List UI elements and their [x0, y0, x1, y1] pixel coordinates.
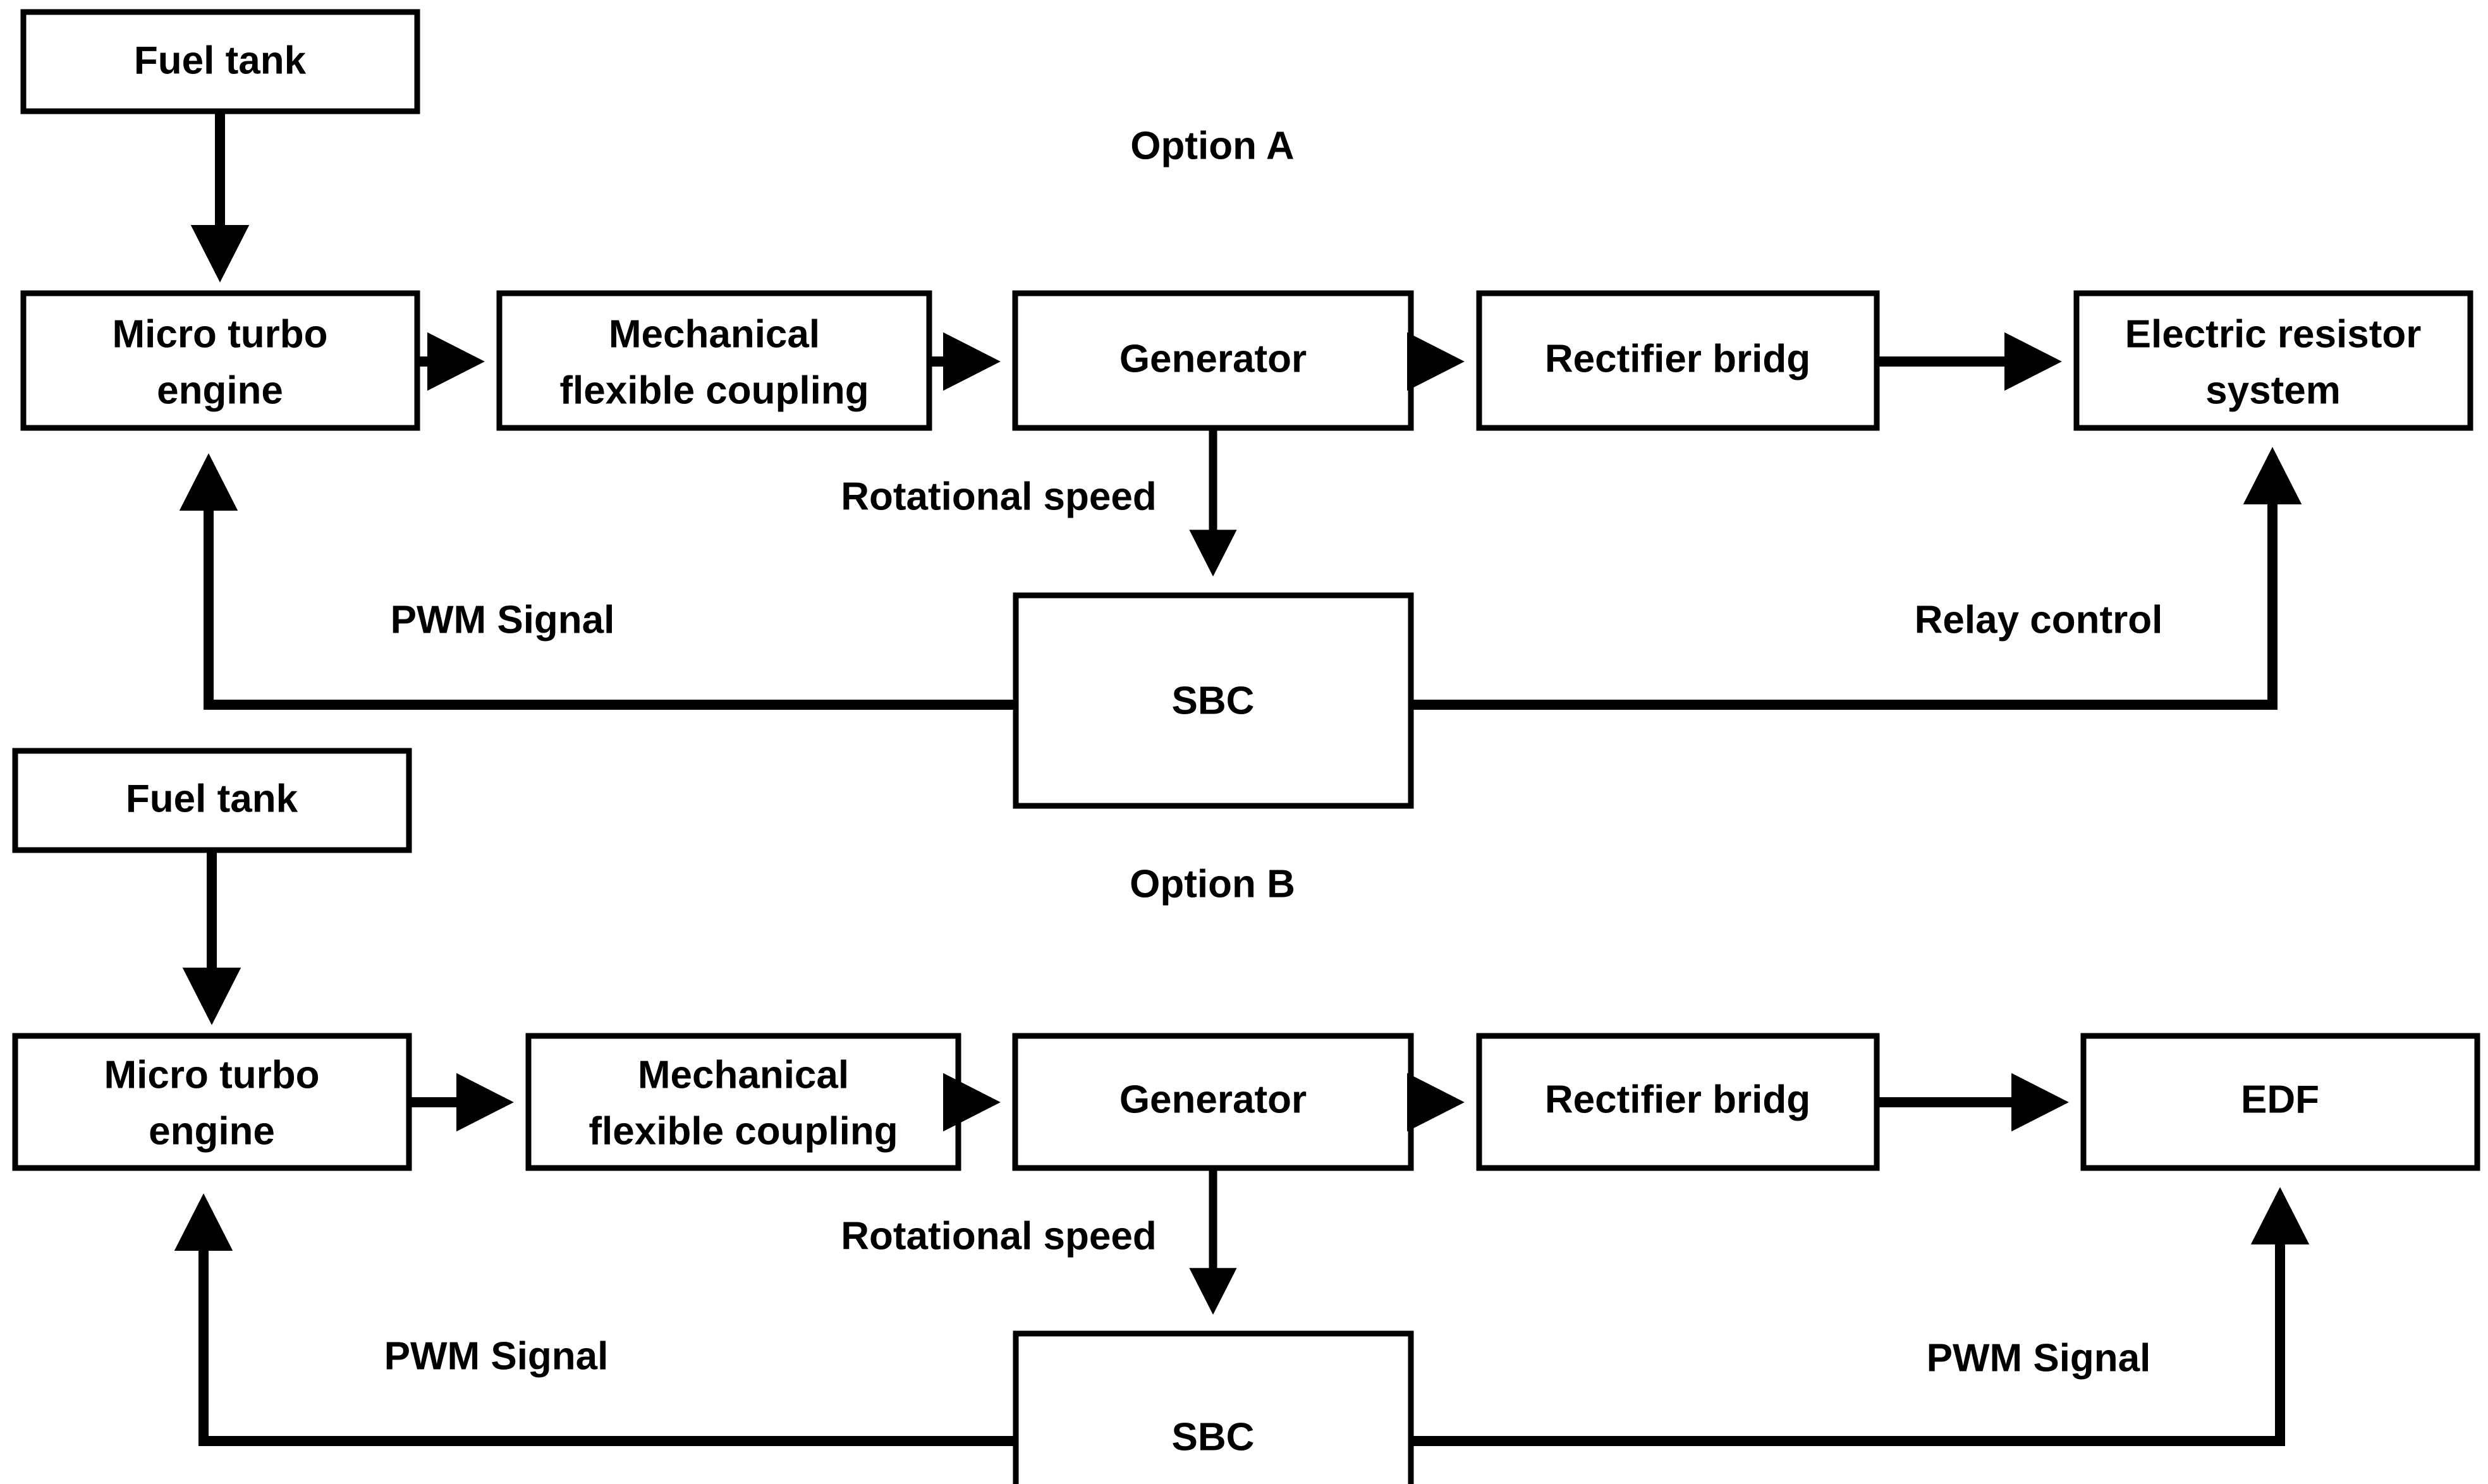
box-rectifier-bridg-b[interactable]	[1476, 1033, 1880, 1171]
box-micro-turbo-engine-b-label-2: engine	[149, 1109, 275, 1153]
box-fuel-tank-b[interactable]	[12, 748, 412, 853]
box-rectifier-b-label: Rectifier bridg	[1545, 1078, 1810, 1121]
label-rotational-speed-b: Rotational speed	[841, 1214, 1157, 1258]
box-resistor-a-label-2: system	[2205, 368, 2341, 412]
box-coupling-b-label-1: Mechanical	[638, 1053, 849, 1097]
arrow-pwm-signal-right-b	[1411, 1187, 2310, 1446]
box-edf-b-label: EDF	[2241, 1078, 2319, 1121]
option-b-title: Option B	[1130, 862, 1295, 906]
label-rotational-speed-a: Rotational speed	[841, 475, 1157, 518]
label-pwm-signal-a: PWM Signal	[391, 598, 615, 642]
label-pwm-signal-right-b: PWM Signal	[1927, 1336, 2151, 1380]
box-resistor-a-label-1: Electric resistor	[2125, 312, 2422, 356]
box-micro-turbo-engine-a-label-1: Micro turbo	[113, 312, 328, 356]
box-generator-b-label: Generator	[1119, 1078, 1307, 1121]
box-fuel-tank-b-label: Fuel tank	[126, 777, 298, 820]
box-generator-a-label: Generator	[1119, 337, 1307, 380]
option-a-title: Option A	[1130, 124, 1294, 167]
box-edf-b[interactable]	[2080, 1033, 2480, 1171]
label-pwm-signal-left-b: PWM Signal	[384, 1334, 609, 1378]
box-sbc-b-label: SBC	[1172, 1415, 1255, 1459]
box-fuel-tank-a[interactable]	[20, 9, 420, 114]
box-sbc-b[interactable]	[1013, 1330, 1414, 1484]
box-sbc-a[interactable]	[1013, 592, 1414, 809]
box-mechanical-flexible-coupling-a[interactable]	[496, 290, 932, 431]
arrow-pwm-signal-left-b	[174, 1193, 1016, 1446]
box-rectifier-a-label: Rectifier bridg	[1545, 337, 1810, 380]
option-a-group: Option A Fuel tank Micro turbo engine Me…	[20, 9, 2473, 809]
box-coupling-b-label-2: flexible coupling	[588, 1109, 898, 1153]
box-mechanical-flexible-coupling-b[interactable]	[525, 1033, 961, 1171]
arrow-relay-control-a	[1411, 447, 2302, 710]
box-micro-turbo-engine-b-label-1: Micro turbo	[104, 1053, 320, 1097]
arrow-pwm-signal-a	[179, 453, 1016, 710]
box-sbc-a-label: SBC	[1172, 679, 1255, 722]
option-b-group: Option B Fuel tank Micro turbo engine Me…	[12, 748, 2480, 1484]
label-relay-control-a: Relay control	[1915, 598, 2163, 642]
box-micro-turbo-engine-a-label-2: engine	[157, 368, 283, 412]
box-fuel-tank-a-label: Fuel tank	[134, 39, 307, 82]
box-micro-turbo-engine-a[interactable]	[20, 290, 420, 431]
box-micro-turbo-engine-b[interactable]	[12, 1033, 412, 1171]
box-coupling-a-label-1: Mechanical	[609, 312, 820, 356]
box-electric-resistor-system-a[interactable]	[2073, 290, 2473, 431]
box-coupling-a-label-2: flexible coupling	[559, 368, 869, 412]
